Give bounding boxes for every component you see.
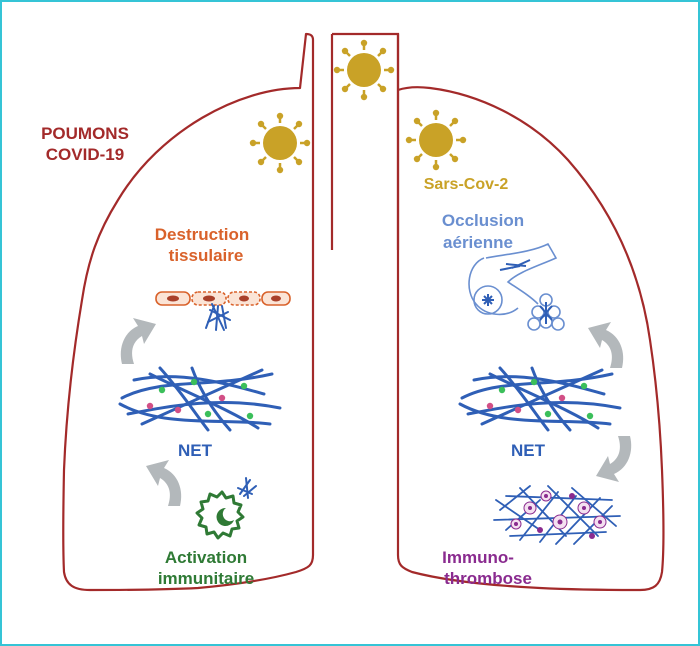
right-top-label-1: Occlusion xyxy=(442,211,524,230)
virus-icon xyxy=(332,38,396,102)
left-lung-outline xyxy=(62,32,315,592)
curved-arrow-icon xyxy=(120,318,156,364)
left-top-label-1: Destruction xyxy=(155,225,249,244)
virus-icon xyxy=(404,108,468,172)
right-bottom-label-1: Immuno- xyxy=(442,548,514,567)
right-bottom-label-2: thrombose xyxy=(444,569,532,588)
tissue-cells-icon xyxy=(155,291,291,331)
left-net-label: NET xyxy=(178,441,213,460)
net-icon xyxy=(458,366,622,432)
right-lung-outline xyxy=(396,34,665,592)
title-line-2: COVID-19 xyxy=(46,145,124,164)
immune-cell-icon xyxy=(195,477,257,540)
right-top-label-2: aérienne xyxy=(443,233,513,252)
title-line-1: POUMONS xyxy=(41,124,129,143)
left-top-label-2: tissulaire xyxy=(169,246,244,265)
net-icon xyxy=(118,366,282,432)
right-net-label: NET xyxy=(511,441,546,460)
virus-label: Sars-Cov-2 xyxy=(424,176,509,193)
left-bottom-label-2: immunitaire xyxy=(158,569,254,588)
virus-icon xyxy=(248,111,312,175)
left-bottom-label-1: Activation xyxy=(165,548,247,567)
curved-arrow-icon xyxy=(596,436,632,482)
curved-arrow-icon xyxy=(588,322,624,368)
thrombus-icon xyxy=(493,485,621,545)
curved-arrow-icon xyxy=(146,460,182,506)
airway-icon xyxy=(468,242,565,331)
